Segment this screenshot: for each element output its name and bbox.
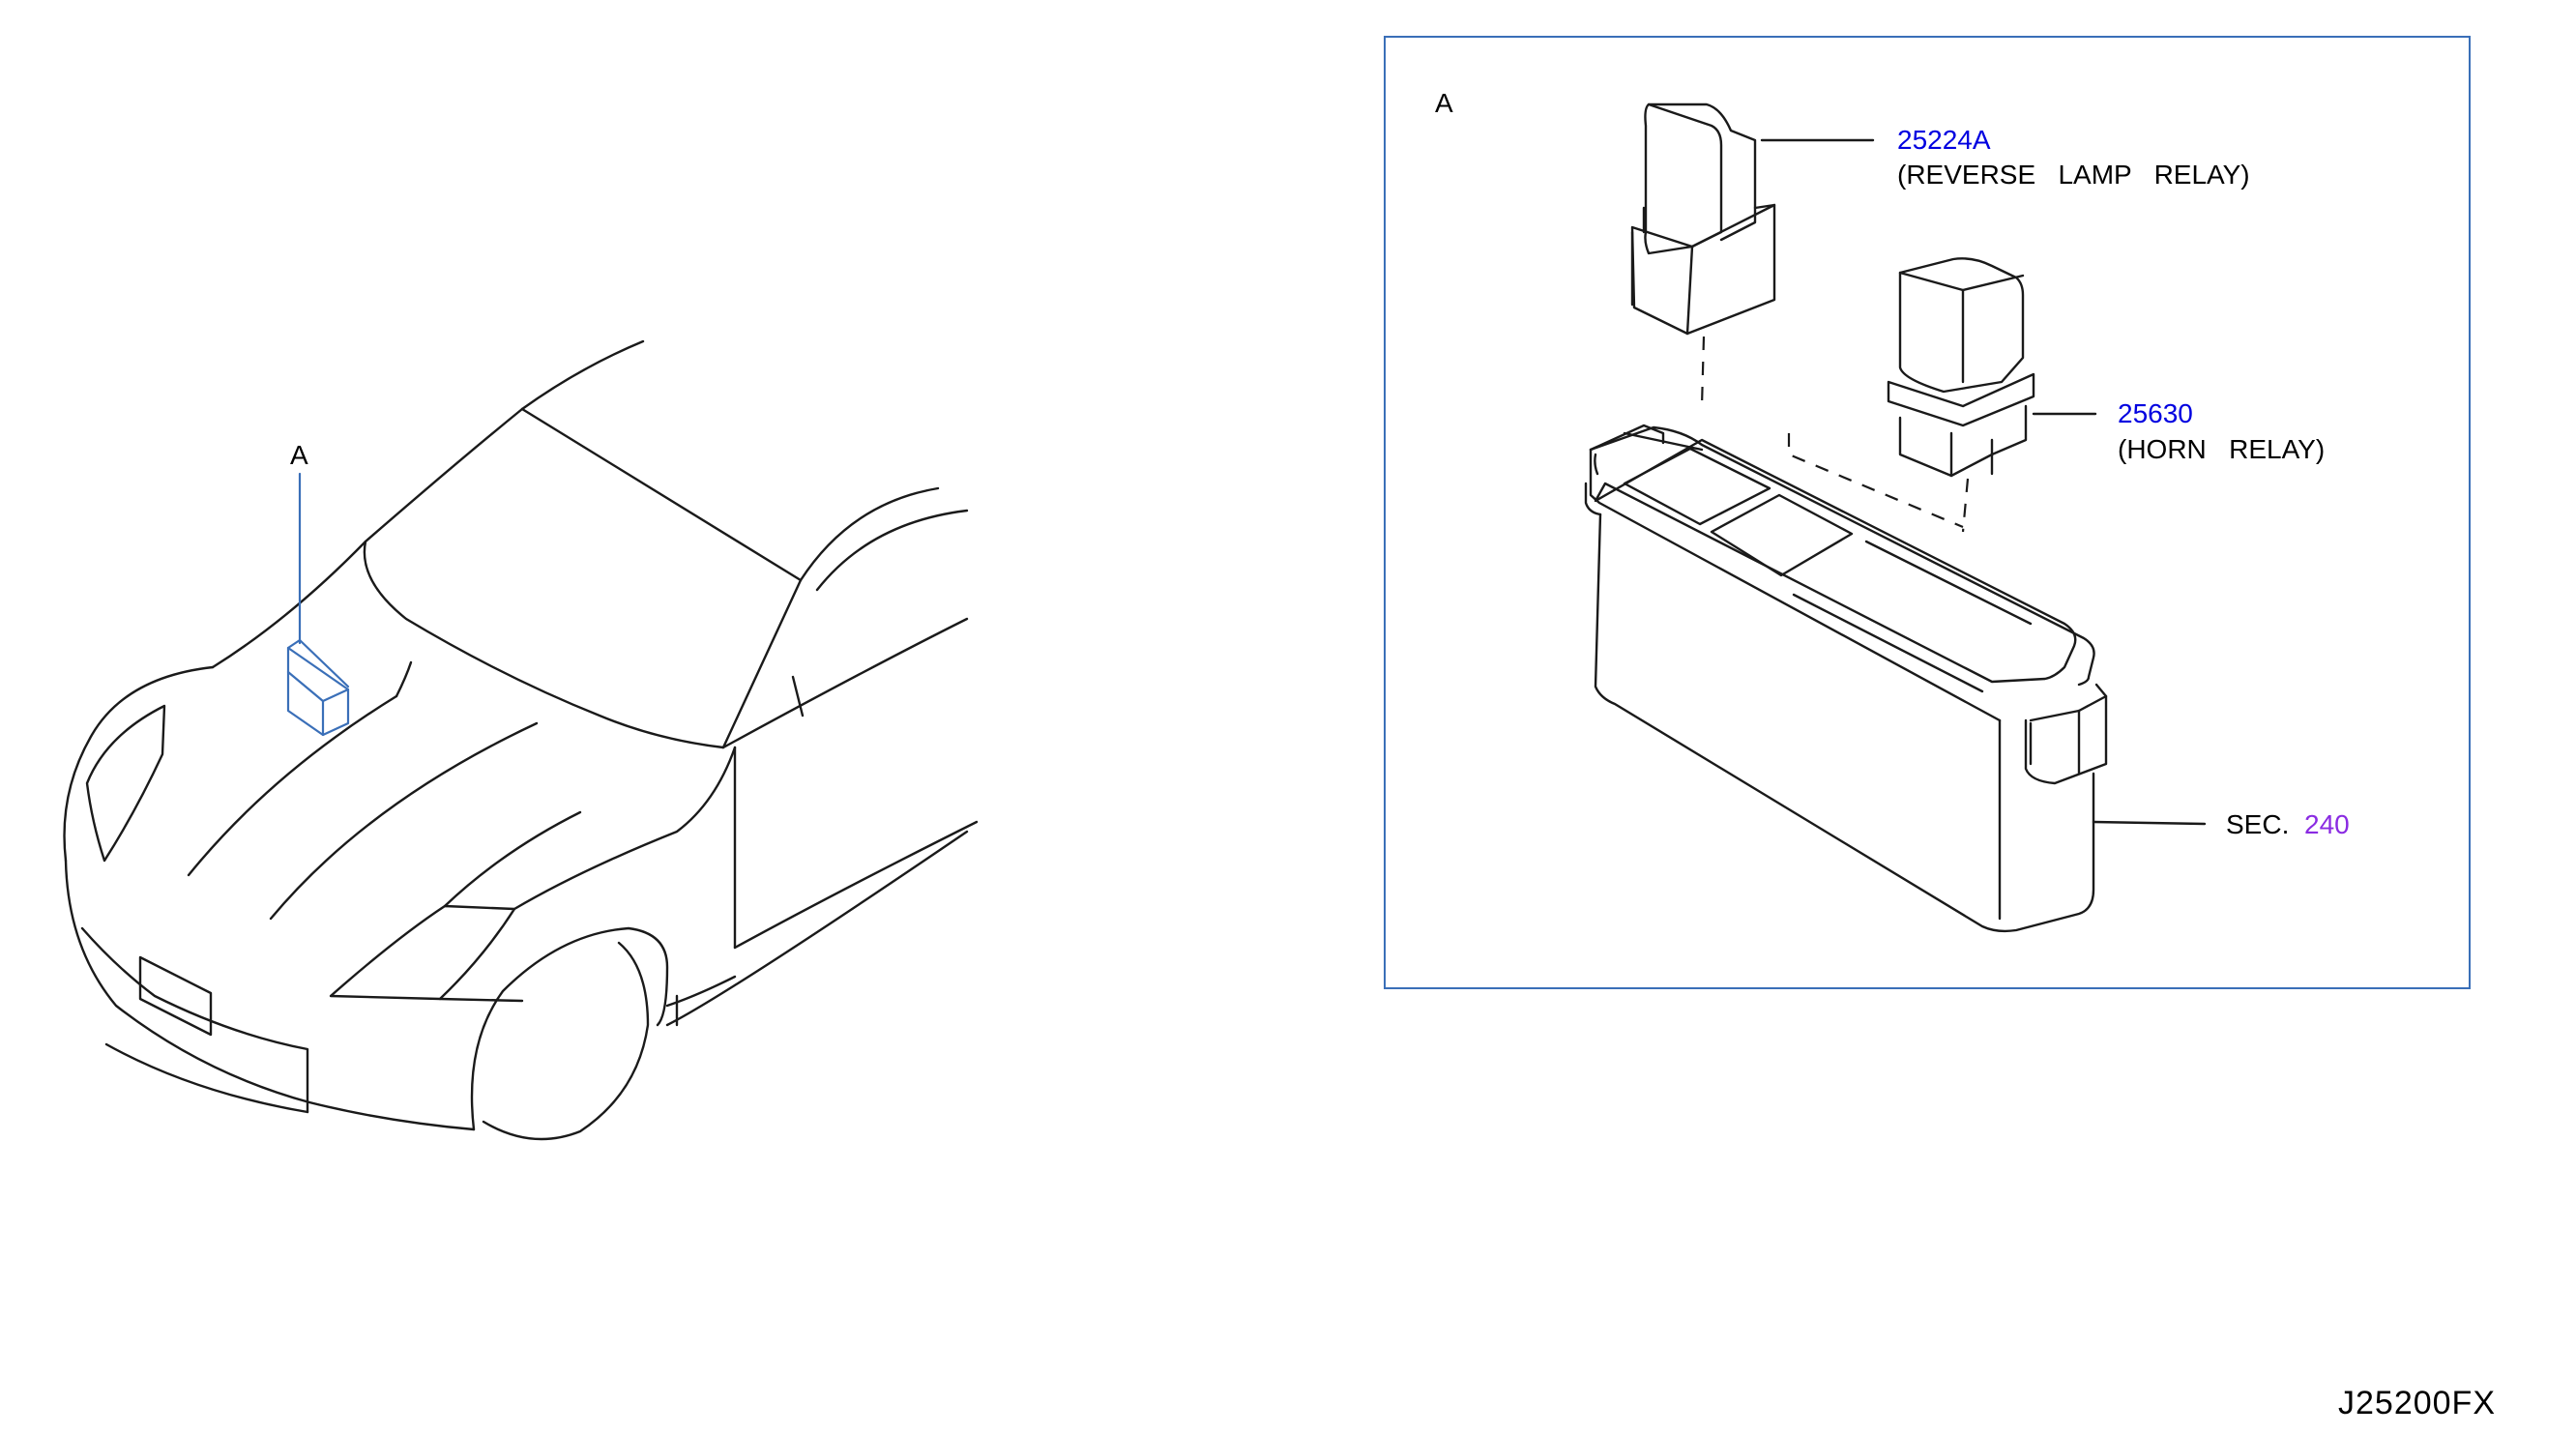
- detail-view-label: A: [1435, 88, 1453, 118]
- section-ref-prefix: SEC.: [2226, 809, 2289, 839]
- horn-relay-name: (HORN RELAY): [2118, 434, 2325, 464]
- horn-relay-part-number[interactable]: 25630: [2118, 398, 2193, 428]
- reverse-lamp-relay-part-number[interactable]: 25224A: [1897, 125, 1991, 155]
- relay-block: [1584, 424, 2108, 933]
- relay-location-marker: [286, 472, 350, 737]
- relay-guide-line-3: [1961, 478, 1970, 533]
- reverse-lamp-relay-name: (REVERSE LAMP RELAY): [1897, 160, 2250, 190]
- detail-view-frame: [1384, 36, 2471, 989]
- horn-relay: [1887, 257, 2035, 478]
- section-ref-number[interactable]: 240: [2304, 809, 2350, 839]
- relay-block-leader: [2092, 820, 2207, 826]
- relay-guide-line-2: [1787, 433, 1964, 529]
- location-label: A: [290, 440, 308, 470]
- car-overview-illustration: [63, 339, 979, 1141]
- reverse-lamp-relay: [1630, 102, 1776, 336]
- relay-guide-line-1: [1700, 336, 1706, 407]
- diagram-code: J25200FX: [2338, 1385, 2496, 1421]
